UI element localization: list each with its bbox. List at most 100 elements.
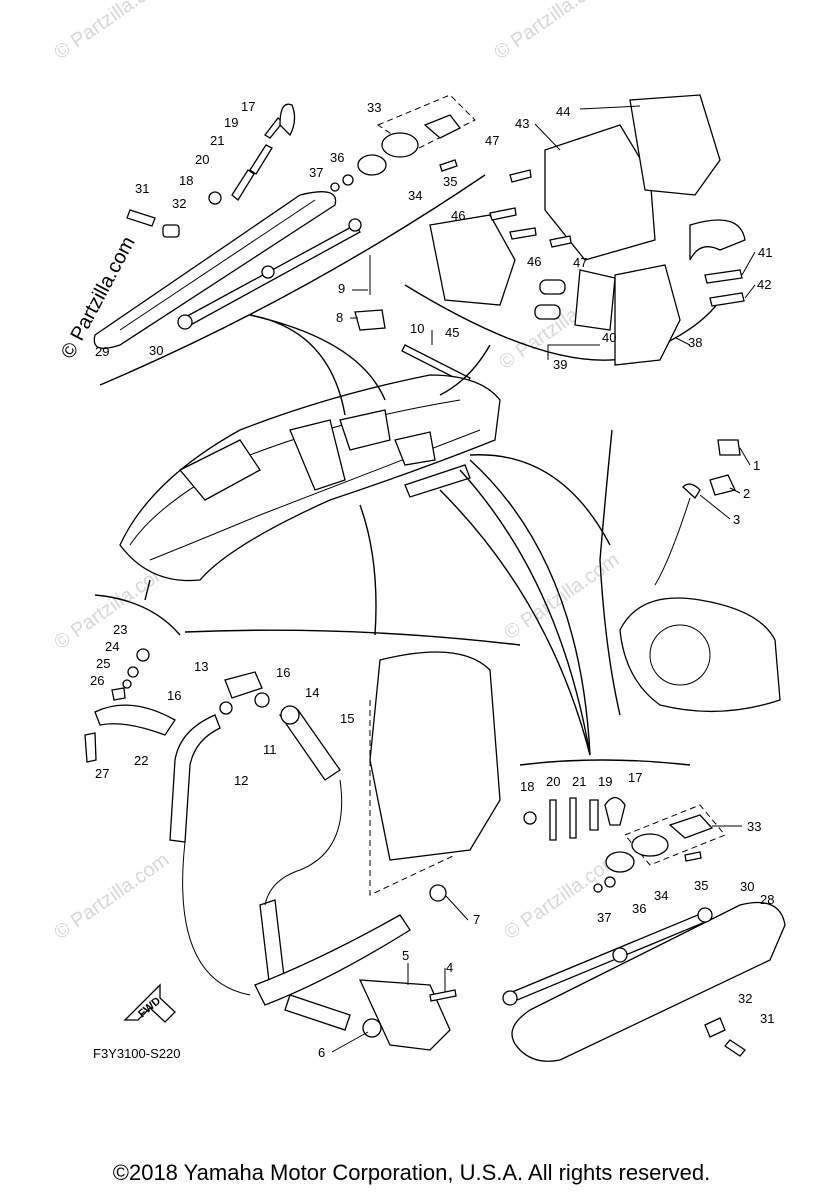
callout-31b: 31 xyxy=(760,1011,774,1026)
callout-26: 26 xyxy=(90,673,104,688)
jet-pump xyxy=(619,597,781,713)
hose-group xyxy=(169,629,521,1051)
fwd-arrow: FWD xyxy=(123,983,176,1023)
callout-labels: 1 2 3 4 5 6 7 8 9 10 11 12 13 14 15 16 1… xyxy=(90,99,774,1060)
callout-33b: 33 xyxy=(747,819,761,834)
callout-13: 13 xyxy=(194,659,208,674)
callout-10: 10 xyxy=(410,321,424,336)
lock-on-hull xyxy=(394,431,436,466)
lock-33 xyxy=(381,132,419,158)
callout-47a: 47 xyxy=(485,133,499,148)
pin-4 xyxy=(429,989,457,1002)
clamp-6 xyxy=(362,1018,382,1038)
clamp-16b xyxy=(219,701,233,715)
bolt-42 xyxy=(709,292,745,307)
watermark: © Partzilla.com xyxy=(500,849,623,944)
callout-27: 27 xyxy=(95,766,109,781)
pump-housing xyxy=(369,651,501,861)
callout-30b: 30 xyxy=(740,879,754,894)
callout-9: 9 xyxy=(338,281,345,296)
screw-35 xyxy=(439,159,458,172)
callout-34a: 34 xyxy=(408,188,422,203)
top-left-group xyxy=(93,103,486,386)
hose-end xyxy=(284,994,351,1031)
seat-lock-group xyxy=(330,94,476,192)
callout-22: 22 xyxy=(134,753,148,768)
washer-19 xyxy=(589,799,599,831)
callout-35b: 35 xyxy=(694,878,708,893)
callout-15: 15 xyxy=(340,711,354,726)
callout-34b: 34 xyxy=(654,888,668,903)
nut-23 xyxy=(136,648,150,662)
callout-1: 1 xyxy=(753,458,760,473)
callout-18a: 18 xyxy=(179,173,193,188)
plate-21 xyxy=(569,797,577,839)
nut-18 xyxy=(523,811,537,825)
washer-36 xyxy=(342,174,354,186)
callout-6: 6 xyxy=(318,1045,325,1060)
tube xyxy=(689,219,746,261)
diagram-code: F3Y3100-S220 xyxy=(93,1046,180,1061)
bolt-47b xyxy=(549,235,572,248)
callout-21a: 21 xyxy=(210,133,224,148)
watermark: © Partzilla.com xyxy=(500,549,623,644)
leader-arrows xyxy=(144,314,611,756)
callout-20a: 20 xyxy=(195,152,209,167)
bracket-group xyxy=(84,594,181,763)
washer-25 xyxy=(122,679,132,689)
clip-8 xyxy=(354,309,386,331)
callout-29: 29 xyxy=(95,344,109,359)
callout-7: 7 xyxy=(473,912,480,927)
callout-36b: 36 xyxy=(632,901,646,916)
callout-31a: 31 xyxy=(135,181,149,196)
collar-32 xyxy=(162,224,180,238)
ring-14 xyxy=(280,705,300,725)
callout-39: 39 xyxy=(553,357,567,372)
callout-46b: 46 xyxy=(527,254,541,269)
callout-30a: 30 xyxy=(149,343,163,358)
gasket-34 xyxy=(357,154,387,176)
box-38 xyxy=(614,264,681,366)
callout-42: 42 xyxy=(757,277,771,292)
plate-43 xyxy=(544,124,656,261)
callout-43: 43 xyxy=(515,116,529,131)
callout-46a: 46 xyxy=(451,208,465,223)
lid-44 xyxy=(629,94,721,196)
washer-24 xyxy=(127,666,139,678)
callout-40: 40 xyxy=(602,330,616,345)
bolt-31 xyxy=(126,209,156,227)
watercraft xyxy=(119,374,501,582)
nut-18 xyxy=(208,191,222,205)
callout-19a: 19 xyxy=(224,115,238,130)
bolt-27 xyxy=(84,732,97,763)
plate-20 xyxy=(549,799,557,841)
clamp-16a xyxy=(254,692,270,708)
bolt-31 xyxy=(724,1039,746,1057)
hook-17 xyxy=(279,103,296,137)
stud-39b xyxy=(534,304,561,320)
callout-23: 23 xyxy=(113,622,127,637)
pump-group xyxy=(599,429,781,716)
bolt-47a xyxy=(509,169,532,183)
callout-14: 14 xyxy=(305,685,319,700)
step-28 xyxy=(511,901,786,1062)
step-group xyxy=(502,759,786,1062)
nut-2 xyxy=(709,474,736,496)
rail-on-hull xyxy=(289,419,346,491)
bolt-1 xyxy=(717,439,741,456)
bracket-22 xyxy=(94,704,176,736)
callout-18b: 18 xyxy=(520,779,534,794)
plate-20 xyxy=(231,169,255,201)
callout-21b: 21 xyxy=(572,774,586,789)
lock-33 xyxy=(631,833,669,857)
bolt-26 xyxy=(111,687,126,701)
watermark: © Partzilla.com xyxy=(50,0,173,64)
gasket-34 xyxy=(605,851,635,873)
callout-5: 5 xyxy=(402,948,409,963)
bolt-41 xyxy=(704,269,743,284)
plate-40 xyxy=(574,269,616,331)
callout-16a: 16 xyxy=(276,665,290,680)
clamp-7 xyxy=(429,884,447,902)
plate-21 xyxy=(249,144,273,175)
nut-37 xyxy=(593,883,603,893)
